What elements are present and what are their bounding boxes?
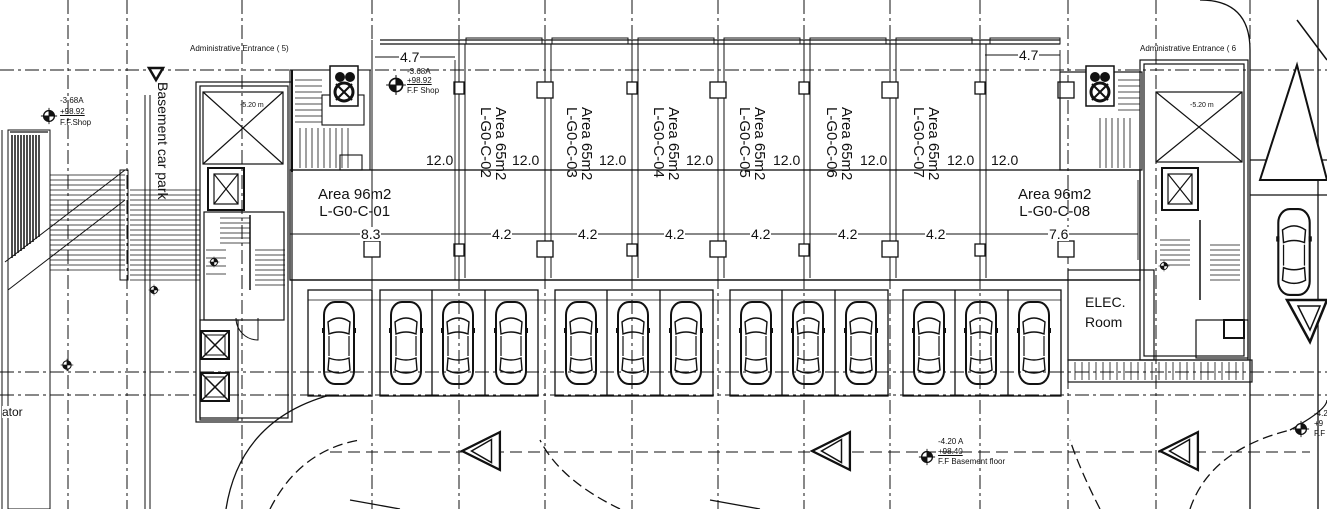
dimension-depth: 12.0 (772, 152, 802, 168)
stair-level-label: -5.20 m (240, 102, 264, 109)
unit-area: Area 65m2 (751, 107, 768, 181)
right-edge-level-2: +9 (1314, 419, 1324, 428)
unit-code: L-G0-C-03 (563, 107, 580, 178)
elec-room-label-1: ELEC. (1085, 294, 1126, 310)
ff-basement-level-1: -4.20 A (938, 437, 964, 446)
unit-label-08: Area 96m2 L-G0-C-08 (1018, 186, 1091, 220)
unit-label-01: Area 96m2 L-G0-C-01 (318, 186, 391, 220)
right-edge-level-1: -4.2 (1314, 409, 1327, 418)
unit-area: Area 65m2 (578, 107, 595, 181)
unit-code: L-G0-C-04 (650, 107, 667, 178)
unit-code: L-G0-C-07 (910, 107, 927, 178)
unit-label-07: Area 65m2 L-G0-C-07 (910, 107, 942, 181)
unit-area: Area 65m2 (492, 107, 509, 181)
dimension-top-right: 4.7 (1018, 47, 1040, 63)
ff-basement-floor-label: F.F Basement floor (938, 457, 1006, 466)
ator-label: ator (2, 405, 23, 419)
unit-label-04: Area 65m2 L-G0-C-04 (650, 107, 682, 181)
stair-level-label: -5.20 m (1190, 102, 1214, 109)
dimension-top-left: 4.7 (399, 49, 421, 65)
unit-area: Area 65m2 (925, 107, 942, 181)
left-level-3: F.F.Shop (60, 118, 92, 127)
left-level-1: -3.68A (60, 96, 84, 105)
unit-label-05: Area 65m2 L-G0-C-05 (736, 107, 768, 181)
dimension-width: 4.2 (577, 226, 599, 242)
unit-code: L-G0-C-06 (823, 107, 840, 178)
unit-label-06: Area 65m2 L-G0-C-06 (823, 107, 855, 181)
dimension-depth: 12.0 (685, 152, 715, 168)
unit-area: Area 65m2 (838, 107, 855, 181)
unit-code: L-G0-C-08 (1019, 203, 1091, 220)
ff-shop-level-2: +98.92 (407, 76, 432, 85)
dimension-depth: 12.0 (859, 152, 889, 168)
unit-area: Area 96m2 (1018, 186, 1092, 203)
dimension-depth: 12.0 (511, 152, 541, 168)
dimension-depth: 12.0 (946, 152, 976, 168)
elec-room-label-2: Room (1085, 314, 1123, 330)
dimension-depth: 12.0 (598, 152, 628, 168)
admin-entrance-left-label: Administrative Entrance ( 5) (190, 44, 289, 53)
right-edge-level-3: F.F (1314, 429, 1326, 438)
dimension-width: 7.6 (1048, 226, 1070, 242)
admin-entrance-right-label: Administrative Entrance ( 6 (1140, 44, 1237, 53)
unit-code: L-G0-C-05 (736, 107, 753, 178)
ff-shop-level-1: -3.68A (407, 67, 431, 76)
dimension-depth: 12.0 (990, 152, 1020, 168)
ff-shop-label: F.F Shop (407, 86, 440, 95)
unit-code: L-G0-C-01 (319, 203, 391, 220)
dimension-width: 4.2 (750, 226, 772, 242)
unit-label-03: Area 65m2 L-G0-C-03 (563, 107, 595, 181)
unit-area: Area 65m2 (665, 107, 682, 181)
left-level-2: +98.92 (60, 107, 85, 116)
basement-car-park-label: Basement car park (155, 82, 171, 200)
dimension-width: 8.3 (360, 226, 382, 242)
dimension-width: 4.2 (925, 226, 947, 242)
dimension-width: 4.2 (664, 226, 686, 242)
dimension-depth: 12.0 (425, 152, 455, 168)
dimension-width: 4.2 (491, 226, 513, 242)
unit-code: L-G0-C-02 (477, 107, 494, 178)
unit-label-02: Area 65m2 L-G0-C-02 (477, 107, 509, 181)
dimension-width: 4.2 (837, 226, 859, 242)
ff-basement-level-2: +98.40 (938, 447, 963, 456)
unit-area: Area 96m2 (318, 186, 392, 203)
